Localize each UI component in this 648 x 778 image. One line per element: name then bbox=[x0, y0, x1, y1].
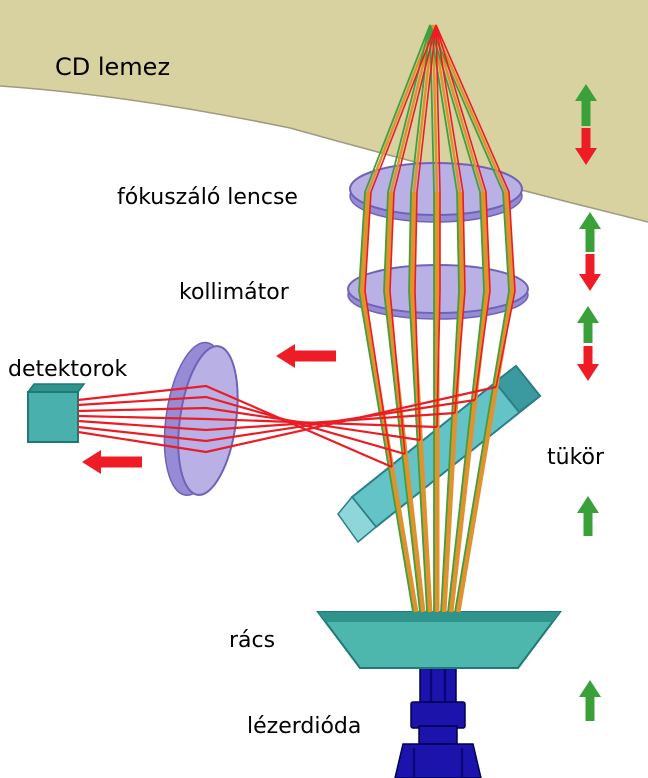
light-ray bbox=[77, 395, 406, 456]
detector-shape bbox=[26, 383, 86, 443]
label-cd-disc: CD lemez bbox=[55, 53, 171, 81]
red-left-arrow bbox=[276, 344, 336, 368]
green-up-arrow bbox=[577, 306, 599, 343]
green-up-arrow bbox=[577, 496, 599, 536]
red-down-arrow bbox=[577, 346, 599, 381]
light-ray bbox=[358, 24, 431, 613]
label-focusing-lens: fókuszáló lencse bbox=[117, 185, 298, 210]
grating-top-face bbox=[318, 612, 560, 622]
light-ray bbox=[435, 24, 441, 428]
light-ray bbox=[441, 191, 465, 613]
light-ray bbox=[389, 24, 437, 455]
green-up-arrow bbox=[575, 84, 597, 126]
light-ray bbox=[77, 406, 421, 442]
detector-top-face bbox=[26, 383, 86, 393]
light-ray bbox=[429, 24, 435, 612]
green-up-arrow bbox=[579, 680, 601, 721]
light-ray bbox=[359, 191, 419, 613]
light-ray bbox=[409, 191, 433, 613]
laser-diode-shape bbox=[394, 655, 482, 778]
light-ray bbox=[448, 191, 490, 613]
red-down-arrow bbox=[579, 254, 601, 291]
light-ray bbox=[77, 411, 456, 432]
light-ray bbox=[77, 414, 438, 429]
light-ray bbox=[77, 398, 476, 443]
label-laser-diode: lézerdióda bbox=[247, 714, 362, 739]
label-collimator: kollimátor bbox=[179, 280, 289, 305]
light-ray bbox=[383, 24, 431, 613]
light-ray bbox=[384, 191, 426, 613]
cd-disc-edge bbox=[0, 85, 648, 223]
red-left-arrow bbox=[82, 450, 142, 474]
grating-shape bbox=[316, 611, 562, 669]
light-ray bbox=[414, 24, 437, 441]
cd-disc-fill bbox=[0, 0, 648, 222]
cd-disc-shape bbox=[0, 0, 648, 223]
light-ray bbox=[435, 24, 516, 388]
red-return-beams-upper bbox=[364, 24, 516, 468]
mirror-end-light bbox=[337, 495, 378, 544]
light-ray bbox=[435, 24, 466, 414]
laser-neck bbox=[418, 725, 458, 745]
label-grating: rács bbox=[229, 628, 276, 653]
light-ray bbox=[408, 24, 431, 613]
red-down-arrow bbox=[575, 128, 597, 165]
light-ray bbox=[77, 384, 393, 469]
detector-body bbox=[27, 391, 79, 443]
light-ray bbox=[364, 24, 437, 468]
light-ray bbox=[429, 24, 460, 613]
mirror-end-dark bbox=[493, 364, 542, 414]
green-up-arrow bbox=[579, 212, 601, 252]
red-left-arrows bbox=[82, 344, 336, 474]
light-ray bbox=[455, 191, 515, 613]
red-down-arrows bbox=[575, 128, 601, 381]
laser-base bbox=[394, 743, 482, 778]
red-reflected-beams bbox=[77, 384, 497, 469]
laser-collar bbox=[410, 701, 466, 729]
light-ray bbox=[429, 24, 510, 613]
light-ray bbox=[435, 24, 491, 401]
detector-lens-body bbox=[177, 345, 239, 496]
label-detectors: detektorok bbox=[8, 357, 128, 382]
green-up-arrows bbox=[575, 84, 601, 721]
light-ray bbox=[429, 24, 485, 613]
orange-beams-lower bbox=[359, 191, 515, 613]
laser-base-stripes bbox=[412, 748, 464, 778]
green-beam-lines bbox=[358, 24, 510, 613]
light-ray bbox=[77, 385, 497, 454]
label-mirror: tükör bbox=[547, 445, 605, 470]
